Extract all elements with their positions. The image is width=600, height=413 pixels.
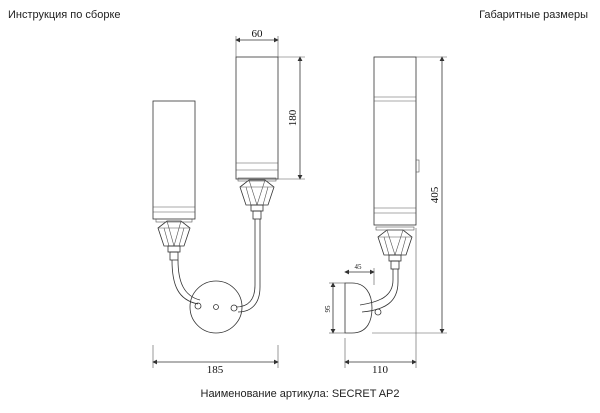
side-wall-plate bbox=[344, 282, 373, 334]
left-arm bbox=[171, 259, 199, 305]
dim-top-width: 60 bbox=[252, 28, 264, 40]
side-crystal-holder bbox=[375, 226, 415, 270]
left-crystal-holder bbox=[155, 218, 193, 261]
dim-shade-height: 180 bbox=[287, 109, 299, 126]
side-view: 45 95 405 110 bbox=[324, 56, 447, 376]
dim-total-height: 405 bbox=[429, 186, 441, 203]
dim-depth: 110 bbox=[372, 364, 389, 376]
dim-plate-height: 95 bbox=[324, 305, 332, 313]
header-right-title: Габаритные размеры bbox=[479, 9, 588, 21]
right-shade bbox=[235, 56, 279, 180]
header-left-title: Инструкция по сборке bbox=[8, 9, 121, 21]
side-arm bbox=[359, 269, 394, 306]
wall-plate bbox=[189, 280, 243, 334]
side-shade bbox=[373, 56, 417, 226]
right-crystal-holder bbox=[237, 177, 277, 220]
article-name-caption: Наименование артикула: SECRET AP2 bbox=[200, 388, 400, 400]
left-shade bbox=[152, 100, 196, 220]
dim-arm-offset: 45 bbox=[355, 263, 363, 271]
dim-total-width: 185 bbox=[207, 364, 224, 376]
right-arm bbox=[235, 219, 256, 308]
front-view: 60 180 185 bbox=[152, 28, 305, 376]
